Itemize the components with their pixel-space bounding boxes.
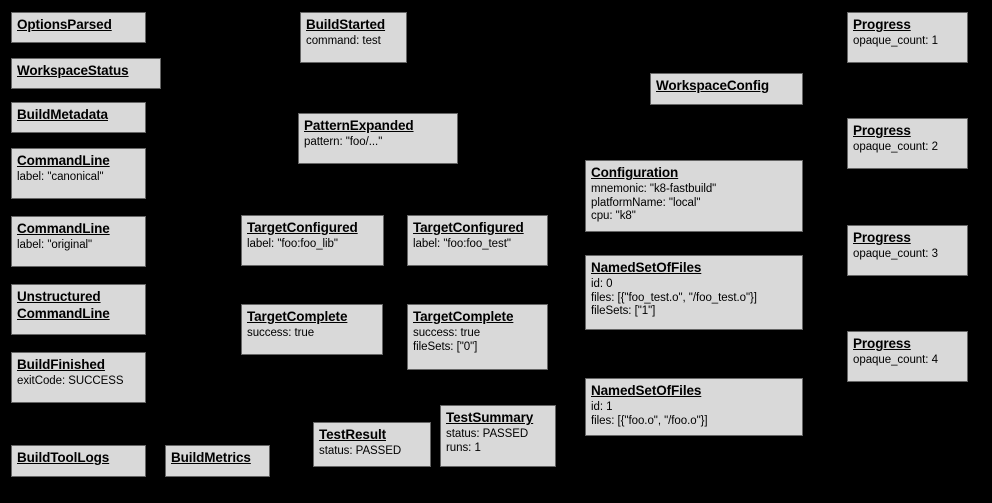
node-command-line-canonical[interactable]: CommandLine label: "canonical" <box>11 148 146 199</box>
node-options-parsed[interactable]: OptionsParsed <box>11 12 146 43</box>
node-test-summary[interactable]: TestSummary status: PASSED runs: 1 <box>440 405 556 467</box>
node-fields: status: PASSED runs: 1 <box>446 428 529 454</box>
node-fields: opaque_count: 4 <box>853 354 938 366</box>
node-fields: label: "foo:foo_test" <box>413 238 511 250</box>
node-fields: mnemonic: "k8-fastbuild" platformName: "… <box>591 183 717 222</box>
node-title: TargetConfigured <box>413 220 524 235</box>
node-fields: pattern: "foo/..." <box>304 136 383 148</box>
node-title: WorkspaceConfig <box>656 78 770 93</box>
node-title: NamedSetOfFiles <box>591 260 702 275</box>
node-unstructured-command-line[interactable]: Unstructured CommandLine <box>11 284 146 335</box>
node-title: BuildToolLogs <box>17 450 110 465</box>
node-fields: exitCode: SUCCESS <box>17 375 124 387</box>
node-target-configured-lib[interactable]: TargetConfigured label: "foo:foo_lib" <box>241 215 384 266</box>
node-fields: label: "canonical" <box>17 171 104 183</box>
node-fields: opaque_count: 3 <box>853 248 938 260</box>
node-title: Progress <box>853 17 911 32</box>
node-workspace-config[interactable]: WorkspaceConfig <box>650 73 803 105</box>
node-workspace-status[interactable]: WorkspaceStatus <box>11 58 161 89</box>
node-title: NamedSetOfFiles <box>591 383 702 398</box>
node-target-complete-test[interactable]: TargetComplete success: true fileSets: ["… <box>407 304 548 370</box>
node-title: Progress <box>853 336 911 351</box>
node-command-line-original[interactable]: CommandLine label: "original" <box>11 216 146 267</box>
node-progress-1[interactable]: Progress opaque_count: 1 <box>847 12 968 63</box>
node-title: TestResult <box>319 427 387 442</box>
node-fields: id: 1 files: [{"foo.o", "/foo.o"}] <box>591 401 708 427</box>
node-fields: id: 0 files: [{"foo_test.o", "/foo_test.… <box>591 278 757 317</box>
node-title: CommandLine <box>17 221 110 236</box>
node-build-tool-logs[interactable]: BuildToolLogs <box>11 445 146 477</box>
node-title: PatternExpanded <box>304 118 414 133</box>
node-title: Progress <box>853 230 911 245</box>
node-title: Configuration <box>591 165 679 180</box>
node-title: Progress <box>853 123 911 138</box>
node-fields: status: PASSED <box>319 445 402 457</box>
node-progress-4[interactable]: Progress opaque_count: 4 <box>847 331 968 382</box>
node-fields: label: "foo:foo_lib" <box>247 238 338 250</box>
node-title: BuildMetrics <box>171 450 251 465</box>
node-build-started[interactable]: BuildStarted command: test <box>300 12 407 63</box>
node-fields: opaque_count: 1 <box>853 35 938 47</box>
node-pattern-expanded[interactable]: PatternExpanded pattern: "foo/..." <box>298 113 458 164</box>
node-title: BuildStarted <box>306 17 386 32</box>
node-title: CommandLine <box>17 153 110 168</box>
node-title: TestSummary <box>446 410 534 425</box>
node-title: BuildMetadata <box>17 107 108 122</box>
node-named-set-of-files-1[interactable]: NamedSetOfFiles id: 1 files: [{"foo.o", "… <box>585 378 803 436</box>
node-target-configured-test[interactable]: TargetConfigured label: "foo:foo_test" <box>407 215 548 266</box>
node-target-complete-lib[interactable]: TargetComplete success: true <box>241 304 383 355</box>
node-progress-2[interactable]: Progress opaque_count: 2 <box>847 118 968 169</box>
node-title: BuildFinished <box>17 357 105 372</box>
node-title: TargetComplete <box>413 309 514 324</box>
node-title: TargetConfigured <box>247 220 358 235</box>
node-title: WorkspaceStatus <box>17 63 129 78</box>
node-fields: success: true fileSets: ["0"] <box>413 327 481 353</box>
node-fields: success: true <box>247 327 315 339</box>
node-build-finished[interactable]: BuildFinished exitCode: SUCCESS <box>11 352 146 403</box>
node-title: OptionsParsed <box>17 17 112 32</box>
node-build-metadata[interactable]: BuildMetadata <box>11 102 146 133</box>
node-build-metrics[interactable]: BuildMetrics <box>165 445 270 477</box>
node-test-result[interactable]: TestResult status: PASSED <box>313 422 431 467</box>
node-title: TargetComplete <box>247 309 348 324</box>
node-fields: label: "original" <box>17 239 93 251</box>
node-named-set-of-files-0[interactable]: NamedSetOfFiles id: 0 files: [{"foo_test.… <box>585 255 803 330</box>
node-fields: opaque_count: 2 <box>853 141 938 153</box>
node-fields: command: test <box>306 35 381 47</box>
node-configuration[interactable]: Configuration mnemonic: "k8-fastbuild" pl… <box>585 160 803 232</box>
node-title: Unstructured CommandLine <box>17 289 110 321</box>
node-progress-3[interactable]: Progress opaque_count: 3 <box>847 225 968 276</box>
